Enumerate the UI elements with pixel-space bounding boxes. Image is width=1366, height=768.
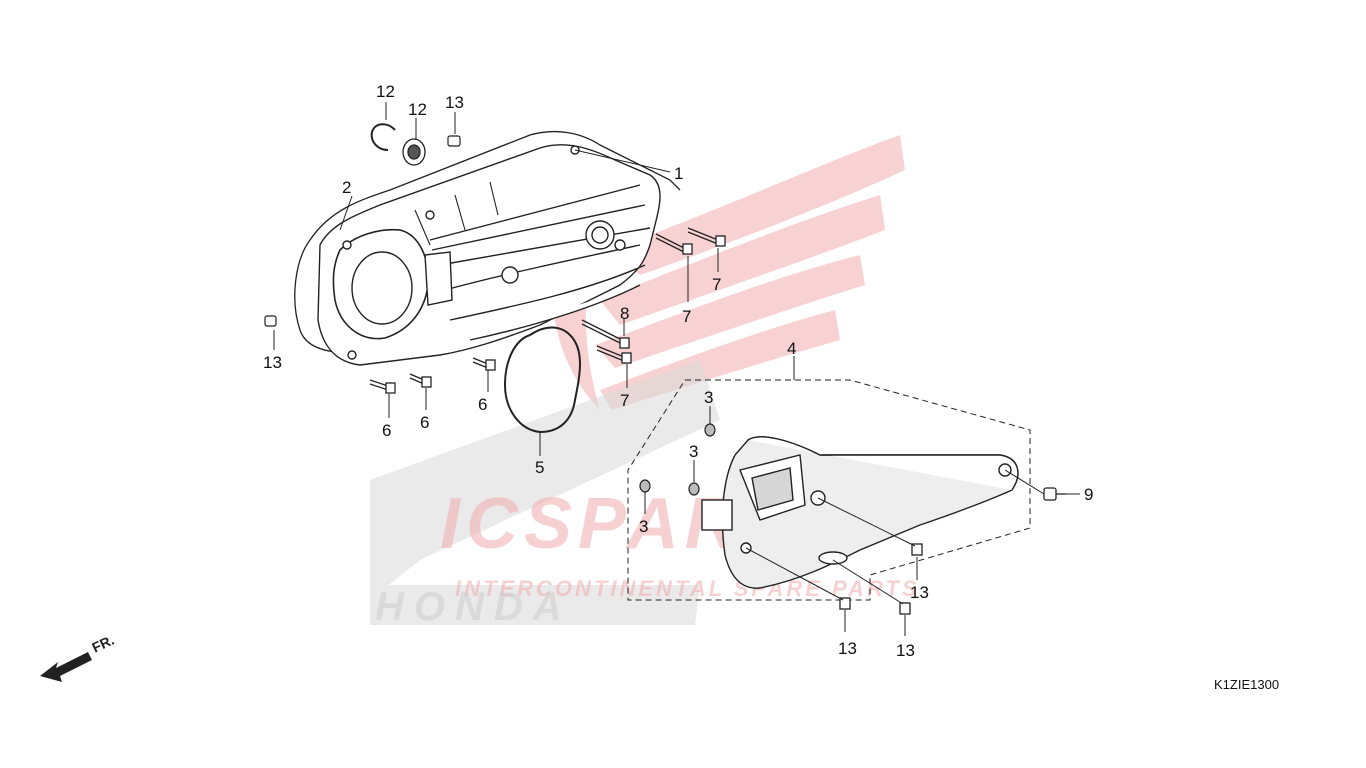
bearing-part — [402, 138, 426, 166]
watermark-maker: HONDA — [375, 585, 572, 629]
bolts-7-8 — [581, 227, 726, 364]
bolts-13 — [839, 543, 923, 615]
circlip-part — [370, 123, 396, 151]
callout-11: 12 — [408, 100, 427, 119]
grommets-3 — [639, 423, 716, 496]
callout-3: 3 — [689, 442, 698, 461]
dowel-pin-left — [264, 315, 277, 327]
callout-9: 9 — [1084, 485, 1093, 504]
screw-9 — [1043, 487, 1066, 501]
callout-6: 6 — [420, 413, 429, 432]
o-ring-seal — [503, 326, 581, 434]
callout-3: 3 — [639, 517, 648, 536]
watermark-brand-tagline: INTERCONTINENTAL SPARE PARTS — [455, 576, 920, 601]
callout-6: 6 — [382, 421, 391, 440]
callout-12: 13 — [263, 353, 282, 372]
dowel-pin-top — [447, 135, 461, 147]
callout-5: 5 — [535, 458, 544, 477]
diagram-code: K1ZIE1300 — [1214, 677, 1280, 692]
callout-13-b: 13 — [838, 639, 857, 658]
callout-1: 1 — [674, 164, 683, 183]
callout-2: 2 — [342, 178, 351, 197]
bolts-6 — [369, 357, 496, 394]
callout-10: 12 — [376, 82, 395, 101]
callout-6: 6 — [478, 395, 487, 414]
callout-13: 13 — [910, 583, 929, 602]
left-crankcase-cover — [317, 144, 661, 366]
cover-assembly-box — [627, 379, 1031, 601]
callout-3: 3 — [704, 388, 713, 407]
front-indicator-label: FR. — [89, 632, 116, 656]
callout-7: 7 — [682, 307, 691, 326]
callout-13-c: 13 — [896, 641, 915, 660]
callout-7: 7 — [712, 275, 721, 294]
callout-4: 4 — [787, 339, 796, 358]
callout-12: 13 — [445, 93, 464, 112]
left-side-cover — [701, 436, 1019, 589]
dotted-watermark — [370, 360, 720, 625]
front-arrow-icon: FR. — [40, 632, 117, 682]
callout-7: 7 — [620, 391, 629, 410]
callout-8: 8 — [620, 304, 629, 323]
leader-lines — [273, 102, 1080, 636]
